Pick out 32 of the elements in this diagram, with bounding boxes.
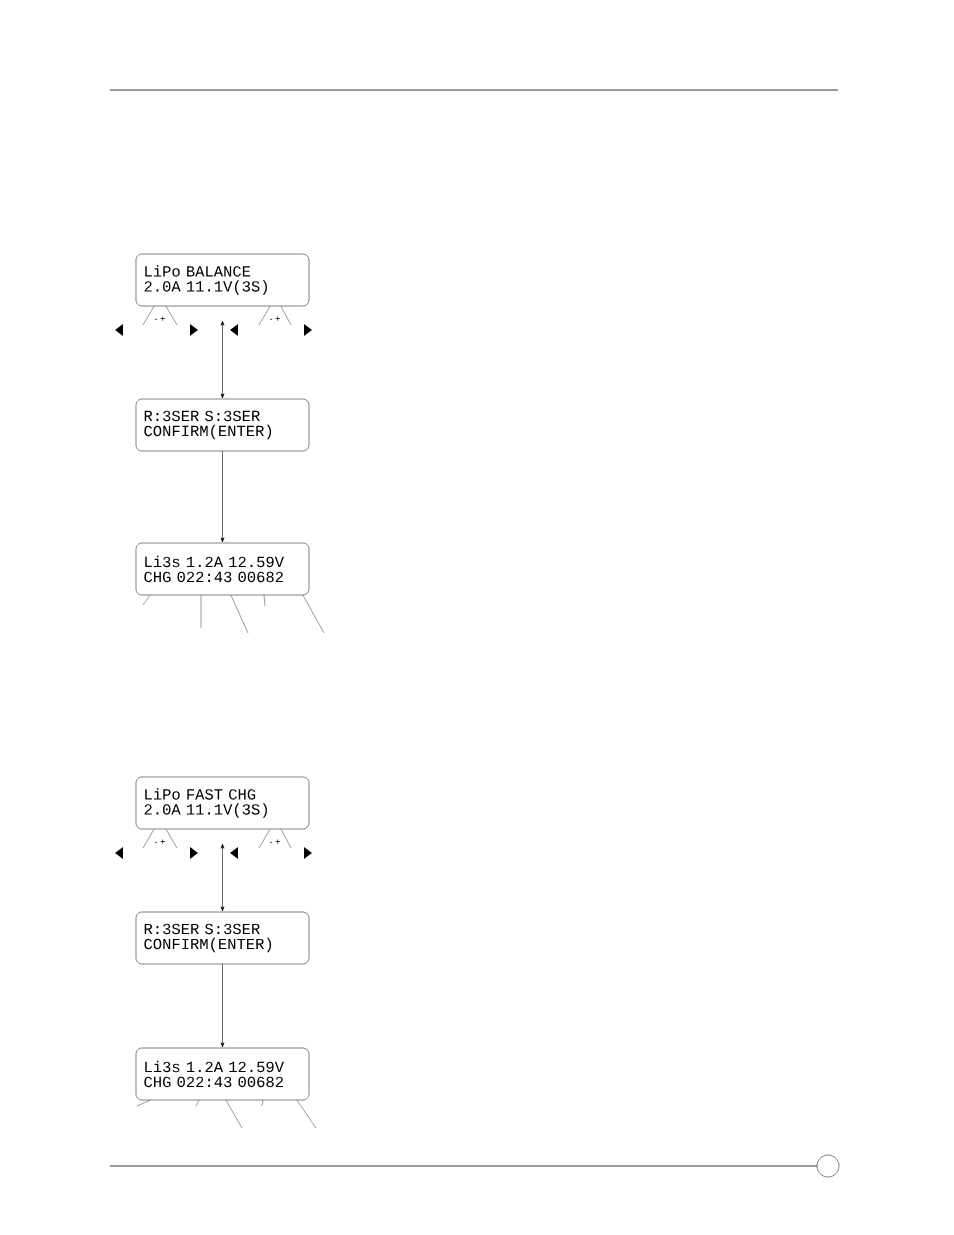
- leader-line: [195, 1100, 200, 1107]
- leader-line: [263, 595, 266, 607]
- sign-label: - +: [270, 839, 280, 844]
- leader-line: [261, 1100, 264, 1107]
- leader-line: [280, 829, 292, 849]
- leader-line: [142, 595, 151, 606]
- sign-label: - +: [155, 316, 165, 321]
- arrow: [220, 320, 225, 399]
- lcd-screen: LiPo FAST CHG 2.0A 11.1V(3S): [135, 776, 310, 830]
- leader-line: [296, 1100, 317, 1129]
- sign-label: - +: [155, 839, 165, 844]
- sign-label: - +: [270, 316, 280, 321]
- lcd-screen: R:3SER S:3SER CONFIRM(ENTER): [135, 398, 310, 452]
- leader-line: [258, 829, 271, 849]
- leader-line: [258, 306, 271, 326]
- arrow: [220, 450, 225, 543]
- lcd-screen: R:3SER S:3SER CONFIRM(ENTER): [135, 911, 310, 965]
- arrow: [220, 963, 225, 1048]
- lcd-screen: Li3s 1.2A 12.59V CHG 022:43 00682: [135, 1047, 310, 1101]
- leader-line: [165, 829, 178, 849]
- leader-line: [165, 306, 178, 326]
- leader-line: [200, 595, 202, 629]
- leader-line: [302, 595, 325, 634]
- leader-line: [225, 1100, 243, 1129]
- lcd-screen: LiPo BALANCE 2.0A 11.1V(3S): [135, 253, 310, 307]
- leader-line: [230, 595, 249, 634]
- lcd-screen: Li3s 1.2A 12.59V CHG 022:43 00682: [135, 542, 310, 596]
- arrow: [220, 843, 225, 912]
- leader-line: [142, 306, 155, 326]
- leader-line: [280, 306, 292, 326]
- leader-line: [142, 829, 155, 849]
- leader-line: [136, 1100, 151, 1107]
